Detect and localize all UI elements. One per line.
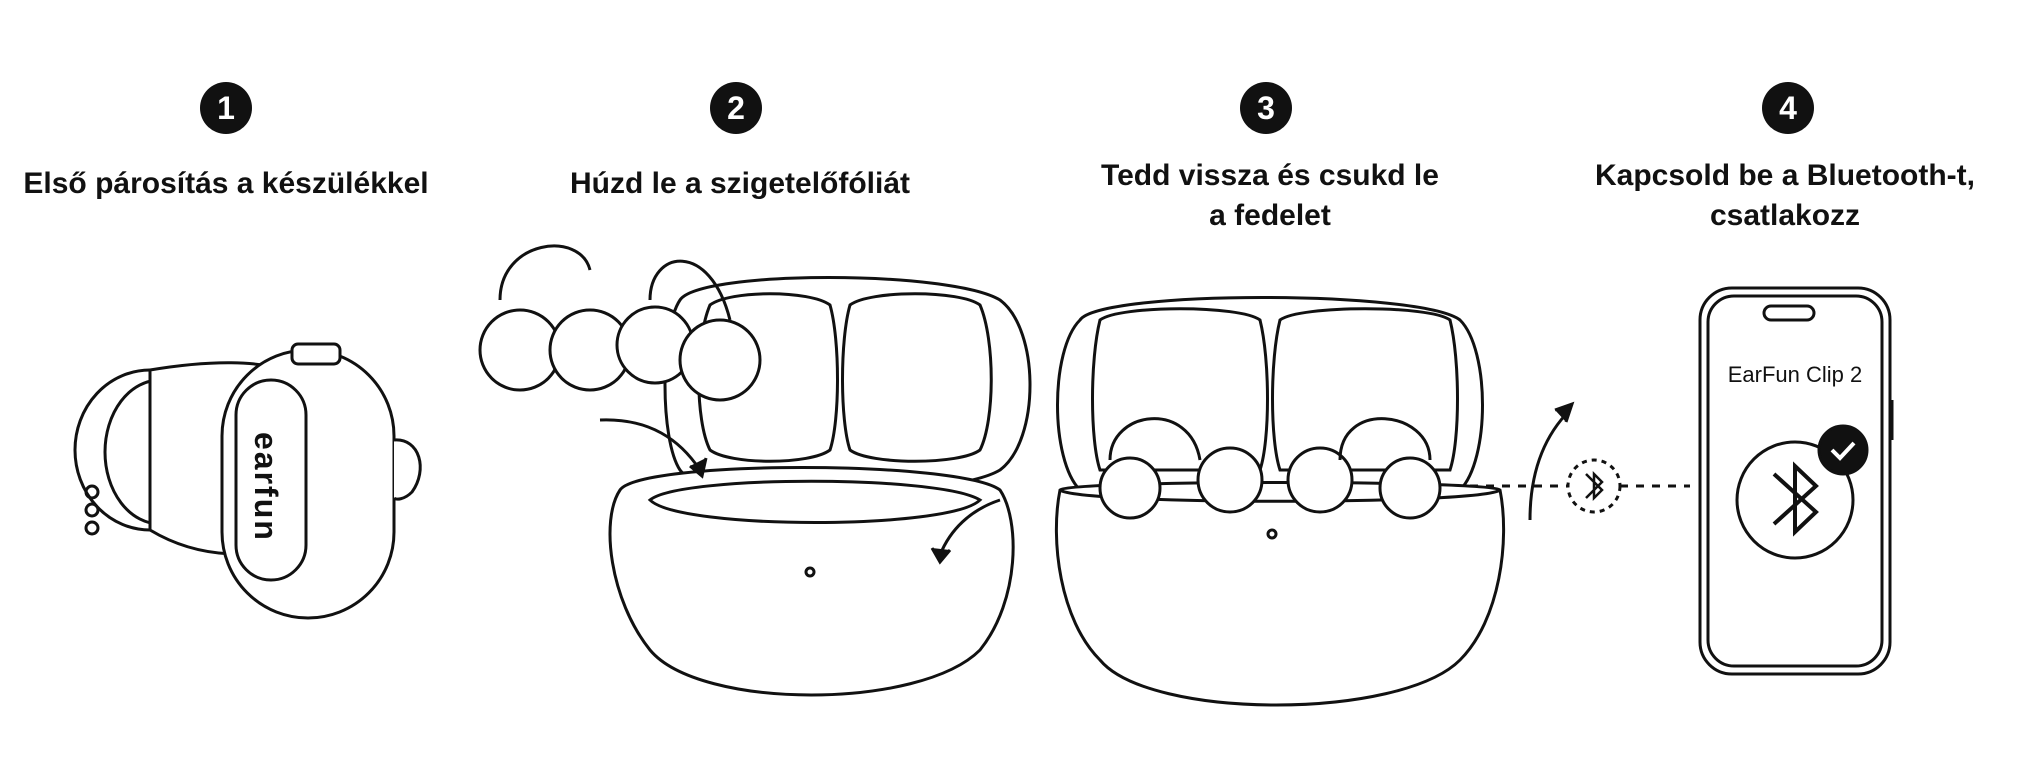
step-3-title: Tedd vissza és csukd le a fedelet — [1101, 159, 1439, 232]
step-2-badge: 2 — [710, 82, 762, 134]
step-1-title: Első párosítás a készülékkel — [23, 167, 429, 200]
step-3-badge: 3 — [1240, 82, 1292, 134]
bluetooth-icon — [1772, 461, 1819, 537]
step-4-title: Kapcsold be a Bluetooth-t, csatlakozz — [1594, 159, 1975, 232]
case-open-illustration — [478, 244, 1032, 697]
step-4: 4 Kapcsold be a Bluetooth-t, csatlakozz … — [1560, 0, 2027, 776]
step-3: 3 Tedd vissza és csukd le a fedelet — [1040, 0, 1580, 776]
step-1: 1 Első párosítás a készülékkel earfun — [0, 0, 500, 776]
step-2-title: Húzd le a szigetelőfóliát — [569, 167, 911, 200]
earbud-illustration — [73, 342, 422, 620]
earbud-brand-label: earfun — [248, 432, 284, 542]
step-1-badge: 1 — [200, 82, 252, 134]
checkmark-icon — [1817, 424, 1869, 476]
case-with-earbuds-illustration — [1054, 296, 1575, 707]
phone-illustration — [1698, 286, 1894, 676]
step-2: 2 Húzd le a szigetelőfóliát — [478, 0, 1040, 776]
phone-device-name: EarFun Clip 2 — [1727, 362, 1863, 387]
step-4-badge: 4 — [1762, 82, 1814, 134]
